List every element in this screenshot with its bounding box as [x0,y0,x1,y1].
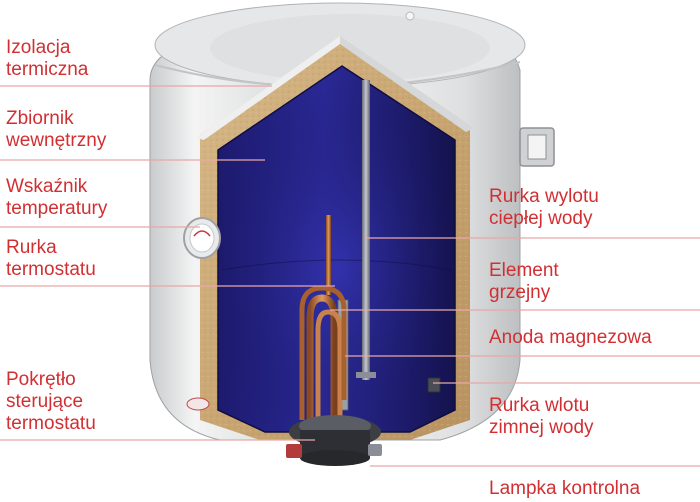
label-line: temperatury [6,198,108,219]
hot-water-outlet-pipe [356,80,376,380]
side-handle [519,127,555,167]
label-rurka-termostatu: Rurka termostatu [6,237,96,281]
label-izolacja-termiczna: Izolacja termiczna [6,37,88,81]
label-wskaznik-temperatury: Wskaźnik temperatury [6,176,107,220]
label-line: termostatu [6,413,96,434]
label-line: Element [489,260,559,281]
label-line: Rurka wylotu [489,186,599,207]
label-line: ciepłej wody [489,208,593,229]
leader-lines [0,85,700,467]
label-line: Anoda magnezowa [489,327,652,348]
label-rurka-wlotu: Rurka wlotu zimnej wody [489,395,594,439]
label-zbiornik-wewnetrzny: Zbiornik wewnętrzny [6,108,106,152]
label-line: Lampka kontrolna [489,478,641,499]
label-line: Rurka [6,237,57,258]
temperature-gauge [183,217,221,259]
label-line: Pokrętło [6,369,76,390]
heating-element [299,215,347,420]
label-element-grzejny: Element grzejny [489,260,559,304]
label-lampka-kontrolna: Lampka kontrolna [489,478,640,500]
label-line: termiczna [6,59,89,80]
label-anoda-magnezowa: Anoda magnezowa [489,327,652,349]
inner-tank [217,65,456,433]
label-pokretlo-sterujace: Pokrętło sterujące termostatu [6,369,96,435]
label-line: Izolacja [6,37,71,58]
label-line: zimnej wody [489,417,594,438]
label-rurka-wylotu: Rurka wylotu ciepłej wody [489,186,599,230]
label-line: grzejny [489,282,551,303]
label-line: wewnętrzny [6,130,107,151]
label-line: Zbiornik [6,108,74,129]
label-line: Wskaźnik [6,176,88,197]
cold-water-inlet-pipe [427,377,441,393]
label-line: sterujące [6,391,84,412]
brand-badge [186,397,210,411]
label-line: Rurka wlotu [489,395,590,416]
label-line: termostatu [6,259,96,280]
